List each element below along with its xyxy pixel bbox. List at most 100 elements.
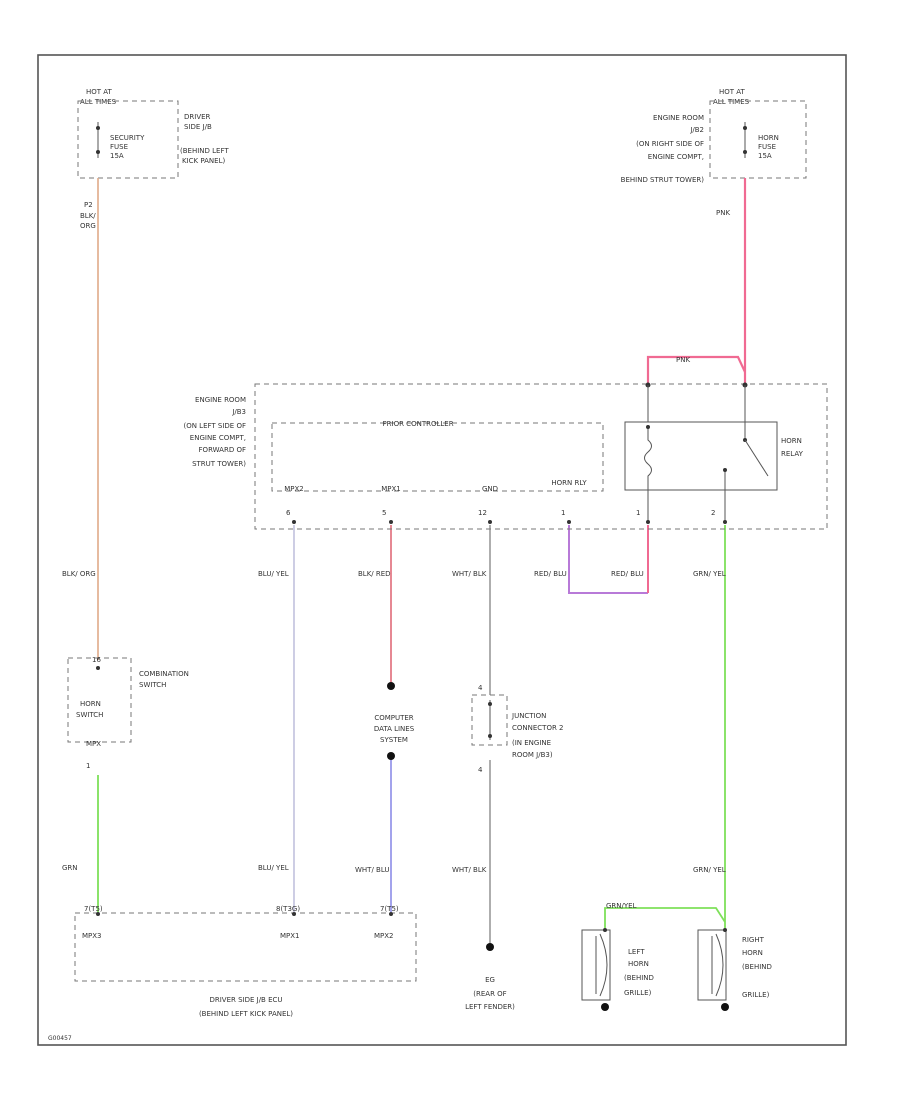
pc-pin-12: 12 xyxy=(478,509,487,517)
engine-room-jb3: ENGINE ROOM J/B3 (ON LEFT SIDE OF ENGINE… xyxy=(183,356,828,530)
engine-room-jb3-loc-3: (ON LEFT SIDE OF xyxy=(183,422,246,430)
right-horn-body xyxy=(697,929,727,1001)
ecu-pin-2: 8(T3G) xyxy=(276,905,300,913)
wire-label-blk-red: BLK/ RED xyxy=(358,570,391,578)
right-horn-ground xyxy=(721,1003,729,1011)
junction-connector-pin-bottom: 4 xyxy=(478,766,483,774)
fuse-left-wire-1: BLK/ xyxy=(80,212,96,220)
diagram-frame xyxy=(37,54,847,1046)
security-fuse-label-2: FUSE xyxy=(110,143,128,151)
ecu-term-mpx2: MPX2 xyxy=(374,932,394,940)
junction-connector-label-1: JUNCTION xyxy=(511,712,546,720)
horn-fuse-block: HOT AT ALL TIMES HORN FUSE 15A ENGINE RO… xyxy=(621,88,807,217)
computer-data-lines: COMPUTER DATA LINES SYSTEM WHT/ BLU xyxy=(355,682,415,874)
wire-horn-fuse-to-relay xyxy=(646,178,747,385)
driver-jb-loc-3: (BEHIND LEFT xyxy=(180,147,229,155)
relay-pin-dot-2 xyxy=(723,520,727,524)
right-horn-top-dot xyxy=(723,928,727,932)
pc-term-mpx1: MPX1 xyxy=(381,485,401,493)
engine-room-jb2-loc-2: J/B2 xyxy=(689,126,704,134)
ecu-pin-3: 7(T5) xyxy=(380,905,399,913)
junction-connector-2: 4 4 JUNCTION CONNECTOR 2 (IN ENGINE ROOM… xyxy=(452,684,564,874)
wire-horn-rly-loop xyxy=(568,525,648,594)
ecu-pin-1: 7(T5) xyxy=(84,905,103,913)
wire-label-blu-yel: BLU/ YEL xyxy=(258,570,289,578)
security-fuse-label-1: SECURITY xyxy=(110,134,145,142)
all-times-label-right: ALL TIMES xyxy=(713,98,750,106)
driver-jb-loc-1: DRIVER xyxy=(184,113,211,121)
driver-jb-ecu-label-2: (BEHIND LEFT KICK PANEL) xyxy=(199,1010,293,1018)
ecu-term-mpx3: MPX3 xyxy=(82,932,102,940)
right-horn-label-2: HORN xyxy=(742,949,763,957)
engine-room-jb3-loc-2: J/B3 xyxy=(231,408,246,416)
security-fuse-label-3: 15A xyxy=(110,152,124,160)
right-horn-bell xyxy=(715,933,724,997)
right-horn-label-1: RIGHT xyxy=(742,936,765,944)
left-horn-label-3: (BEHIND xyxy=(624,974,654,982)
horn-fuse-pin-bottom xyxy=(743,150,747,154)
horns: GRN/YEL GRN/ YEL LEFT HORN (BEHIND GRILL… xyxy=(581,866,772,1011)
combination-switch-pin-bottom: 1 xyxy=(86,762,90,770)
relay-jumper-wire-label: PNK xyxy=(676,356,690,364)
ecu-pin-dot-1 xyxy=(96,912,100,916)
all-times-label-left: ALL TIMES xyxy=(80,98,117,106)
ecu-pin-dot-3 xyxy=(389,912,393,916)
driver-jb-loc-2: SIDE J/B xyxy=(184,123,212,131)
computer-data-line-2: DATA LINES xyxy=(374,725,415,733)
pc-pin-dot-5 xyxy=(389,520,393,524)
right-horn-label-4: GRILLE) xyxy=(742,991,770,999)
left-horn-label-2: HORN xyxy=(628,960,649,968)
combination-switch-wire-below: GRN xyxy=(62,864,78,872)
horn-fuse-wire-label: PNK xyxy=(716,209,730,217)
horn-fuse-label-3: 15A xyxy=(758,152,772,160)
right-horn-label-3: (BEHIND xyxy=(742,963,772,971)
junction-connector-box xyxy=(471,694,508,746)
engine-room-jb2-loc-1: ENGINE ROOM xyxy=(653,114,704,122)
combination-switch-label-1: COMBINATION xyxy=(139,670,189,678)
engine-room-jb3-loc-1: ENGINE ROOM xyxy=(195,396,246,404)
junction-wire-below: WHT/ BLK xyxy=(452,866,487,874)
junction-connector-label-2: CONNECTOR 2 xyxy=(512,724,564,732)
junction-connector-label-4: ROOM J/B3) xyxy=(512,751,553,759)
fuse-pin-top-left xyxy=(96,126,100,130)
figure-id: G00457 xyxy=(48,1035,72,1042)
junction-connector-label-3: (IN ENGINE xyxy=(512,739,551,747)
engine-room-jb3-loc-5: FORWARD OF xyxy=(199,446,246,454)
junction-connector-top-dot xyxy=(488,702,492,706)
left-horn: LEFT HORN (BEHIND GRILLE) xyxy=(581,928,654,1011)
combination-switch-top-dot xyxy=(96,666,100,670)
data-lines-terminal-top xyxy=(387,682,395,690)
ecu-term-mpx1: MPX1 xyxy=(280,932,300,940)
data-lines-wire-below: WHT/ BLU xyxy=(355,866,390,874)
pc-pin-5: 5 xyxy=(382,509,386,517)
left-horn-label-4: GRILLE) xyxy=(624,989,652,997)
horn-fuse-box xyxy=(709,100,807,179)
horn-link-wire-label: GRN/YEL xyxy=(606,902,637,910)
pc-pin-dot-1 xyxy=(567,520,571,524)
combination-switch-term: MPX xyxy=(86,740,101,748)
horn-fuse-label-1: HORN xyxy=(758,134,779,142)
prior-controller-box xyxy=(271,422,604,492)
horn-relay-label-1: HORN xyxy=(781,437,802,445)
engine-room-jb3-box xyxy=(254,383,828,530)
pc-term-horn-rly: HORN RLY xyxy=(551,479,587,487)
relay-contact-arm xyxy=(744,439,769,477)
horn-right-wire-label: GRN/ YEL xyxy=(693,866,726,874)
driver-jb-ecu-label-1: DRIVER SIDE J/B ECU xyxy=(209,996,282,1004)
ground-eg: EG (REAR OF LEFT FENDER) xyxy=(465,943,515,1011)
ecu-pin-dot-2 xyxy=(292,912,296,916)
engine-room-jb3-loc-4: ENGINE COMPT, xyxy=(190,434,246,442)
pc-pin-1: 1 xyxy=(561,509,565,517)
relay-pin-dot-1 xyxy=(646,520,650,524)
driver-jb-loc-4: KICK PANEL) xyxy=(182,157,225,165)
horn-fuse-pin-top xyxy=(743,126,747,130)
fuse-pin-bottom-left xyxy=(96,150,100,154)
left-horn-ground xyxy=(601,1003,609,1011)
junction-connector-pin-top: 4 xyxy=(478,684,483,692)
left-horn-top-dot xyxy=(603,928,607,932)
pc-pin-dot-12 xyxy=(488,520,492,524)
wire-label-red-blu-2: RED/ BLU xyxy=(611,570,644,578)
left-horn-bell xyxy=(599,933,608,997)
computer-data-line-3: SYSTEM xyxy=(380,736,408,744)
